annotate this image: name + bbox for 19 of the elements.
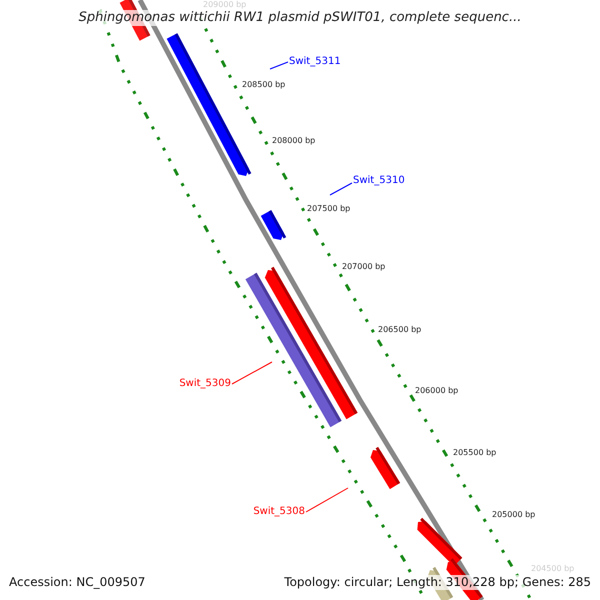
leader-line	[306, 488, 348, 512]
gene-label: Swit_5309	[179, 378, 231, 390]
tick-label: 206500 bp	[378, 325, 422, 335]
tick-label: 205000 bp	[492, 510, 536, 520]
gene-label: Swit_5311	[289, 56, 341, 68]
gene-label: Swit_5310	[353, 175, 405, 187]
leader-line	[270, 62, 288, 70]
tick-label: 205500 bp	[453, 448, 496, 458]
tick-label: 206000 bp	[415, 386, 458, 396]
title: Sphingomonas wittichii RW1 plasmid pSWIT01, complete sequenc...	[78, 10, 522, 26]
gene-label: Swit_5308	[253, 506, 305, 518]
leader-line	[232, 362, 272, 384]
tick-label: 208500 bp	[242, 80, 286, 90]
tick-label: 208000 bp	[272, 136, 316, 146]
tick-label: 207500 bp	[307, 204, 350, 214]
summary-text: Topology: circular; Length: 310,228 bp; Genes: 285	[284, 575, 591, 590]
accession-text: Accession: NC_009507	[9, 575, 146, 590]
tick-label: 207000 bp	[342, 262, 386, 272]
leader-line	[330, 182, 352, 196]
